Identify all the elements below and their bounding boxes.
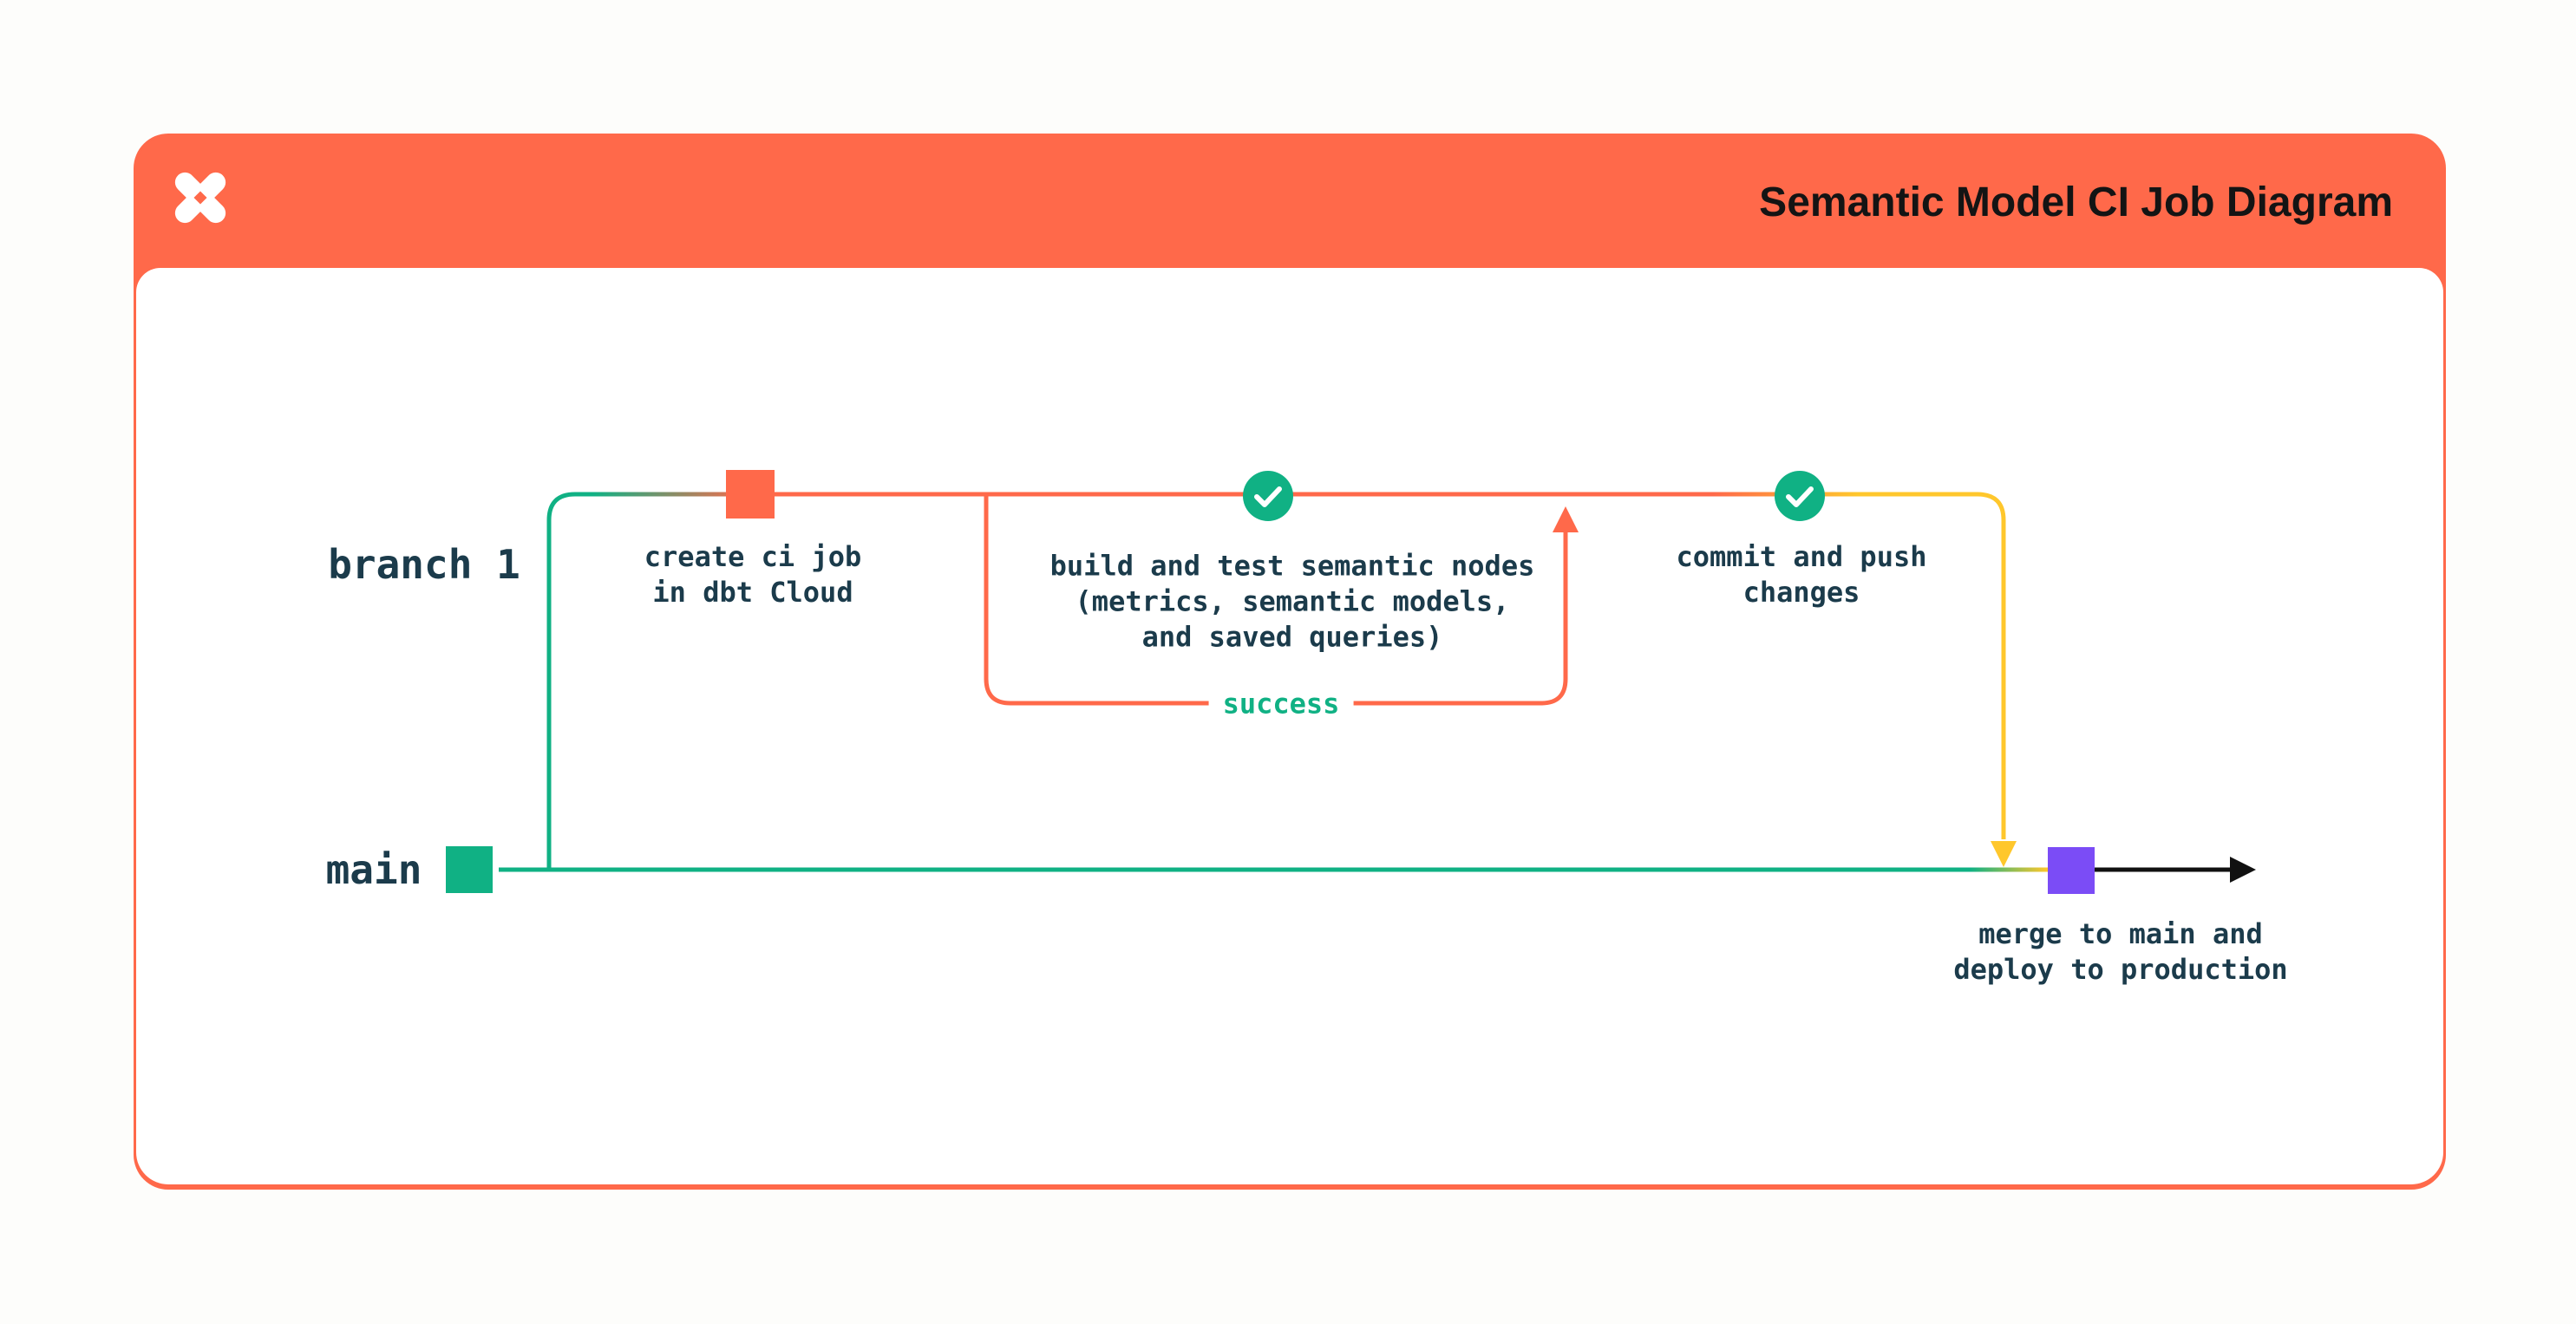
commit-node-create-ci-job xyxy=(726,470,775,519)
label-success: success xyxy=(1208,686,1354,722)
label-create-ci-job: create ci job in dbt Cloud xyxy=(644,540,862,609)
lane-label-main: main xyxy=(325,846,422,893)
lane-label-branch-1: branch 1 xyxy=(328,541,520,588)
label-commit-push-changes: commit and push changes xyxy=(1676,540,1927,609)
dbt-logo-icon xyxy=(174,172,226,224)
merge-down-arrowhead xyxy=(1991,841,2017,867)
label-merge-deploy: merge to main and deploy to production xyxy=(1953,917,2288,986)
card-body xyxy=(136,268,2443,1184)
production-arrowhead xyxy=(2230,857,2256,883)
page-title: Semantic Model CI Job Diagram xyxy=(1759,179,2393,225)
main-branch-start-node xyxy=(446,846,493,893)
checkmark-icon xyxy=(1254,486,1282,507)
label-build-test-semantic-nodes: build and test semantic nodes (metrics, … xyxy=(1049,549,1535,654)
check-node-commit-push xyxy=(1775,471,1825,521)
check-node-build-test xyxy=(1243,471,1293,521)
diagram-card: Semantic Model CI Job Diagram xyxy=(134,134,2446,1190)
card-header: Semantic Model CI Job Diagram xyxy=(136,136,2443,268)
merge-node xyxy=(2048,847,2095,894)
checkmark-icon xyxy=(1786,486,1814,507)
success-loop-arrowhead xyxy=(1553,506,1579,532)
